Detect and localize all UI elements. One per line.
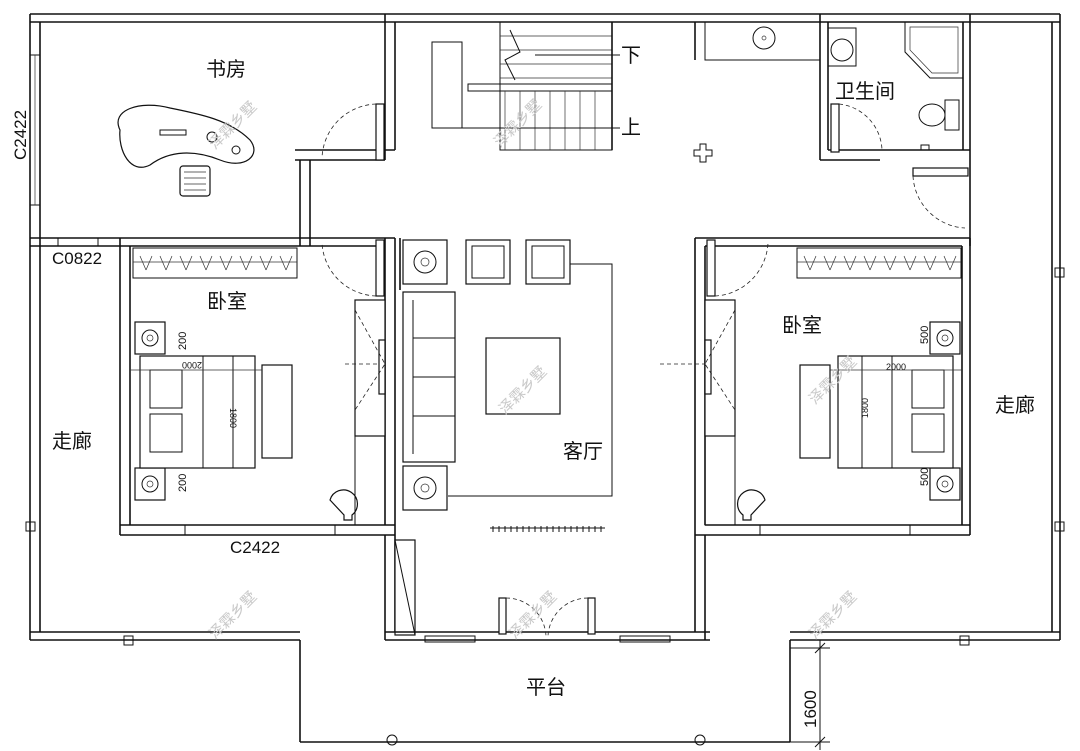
watermarks: 泽霖乡墅 泽霖乡墅 泽霖乡墅 泽霖乡墅 泽霖乡墅 泽霖乡墅 泽霖乡墅 bbox=[205, 96, 860, 643]
bathroom-doors bbox=[830, 103, 969, 229]
terrace-dimension: 1600 bbox=[790, 640, 830, 750]
living-side-table-top bbox=[402, 239, 448, 285]
room-label-living: 客厅 bbox=[563, 439, 603, 463]
staircase: 下 上 bbox=[431, 21, 641, 151]
watermark-6: 泽霖乡墅 bbox=[505, 588, 560, 643]
shower bbox=[904, 21, 964, 79]
stair-up-label: 上 bbox=[621, 115, 641, 139]
coffee-table bbox=[485, 337, 561, 415]
window-label-small: C0822 bbox=[52, 249, 102, 268]
right-sliding-closet bbox=[660, 299, 736, 526]
left-bedroom-door bbox=[321, 239, 385, 297]
living-room bbox=[399, 238, 613, 532]
left-sliding-closet bbox=[345, 299, 386, 526]
nightstand-top-right bbox=[929, 321, 961, 355]
left-bed-length: 1800 bbox=[228, 408, 238, 428]
watermark-2: 泽霖乡墅 bbox=[490, 96, 545, 151]
nightstand-bottom-left bbox=[134, 467, 166, 501]
right-bed-length: 1800 bbox=[860, 398, 870, 418]
bathroom-fixtures bbox=[752, 21, 964, 151]
right-bedroom-door bbox=[706, 239, 769, 297]
watermark-5: 泽霖乡墅 bbox=[205, 588, 260, 643]
toilet-tank bbox=[944, 99, 960, 131]
entry-walls bbox=[384, 535, 710, 643]
living-side-table-bottom bbox=[402, 465, 448, 511]
right-bed: 500 2000 1800 500 bbox=[799, 321, 962, 501]
right-bed-top-gap: 500 bbox=[919, 326, 931, 344]
armchair-right bbox=[525, 239, 571, 285]
sink-vanity bbox=[827, 27, 857, 67]
column-marker bbox=[693, 143, 713, 163]
study-chair bbox=[179, 165, 211, 197]
window-label-bedroom: C2422 bbox=[230, 538, 280, 557]
left-wardrobe bbox=[132, 247, 298, 279]
toilet-icon bbox=[918, 103, 946, 127]
study-window bbox=[29, 54, 41, 206]
left-bed-width: 2000 bbox=[182, 360, 202, 370]
terrace-posts bbox=[25, 267, 1065, 746]
study-door bbox=[321, 103, 385, 161]
left-bed: 200 2000 1800 200 bbox=[130, 321, 293, 501]
room-label-bedroom-left: 卧室 bbox=[207, 289, 247, 313]
right-bed-bottom-gap: 500 bbox=[919, 468, 931, 486]
stair-treads bbox=[500, 35, 612, 150]
room-label-study: 书房 bbox=[206, 57, 246, 81]
right-wardrobe bbox=[796, 247, 962, 279]
tv-cabinet bbox=[490, 526, 605, 532]
room-label-corridor-right: 走廊 bbox=[995, 393, 1035, 417]
room-label-terrace: 平台 bbox=[526, 675, 566, 699]
room-label-corridor-left: 走廊 bbox=[52, 429, 92, 453]
nightstand-bottom-right bbox=[929, 467, 961, 501]
left-bed-bottom-gap: 200 bbox=[177, 474, 189, 492]
nightstand-top-left bbox=[134, 321, 166, 355]
watermark-7: 泽霖乡墅 bbox=[805, 588, 860, 643]
armchair-left bbox=[465, 239, 511, 285]
left-bench bbox=[261, 364, 293, 459]
entry-double-door bbox=[498, 597, 596, 637]
left-bed-top-gap: 200 bbox=[177, 332, 189, 350]
left-bedroom-chair bbox=[329, 489, 359, 521]
window-label-study: C2422 bbox=[11, 110, 30, 160]
sink-basin bbox=[752, 26, 776, 50]
right-bench bbox=[799, 364, 831, 459]
terrace-depth-label: 1600 bbox=[801, 690, 820, 728]
stair-down-label: 下 bbox=[621, 43, 641, 67]
room-label-bathroom: 卫生间 bbox=[835, 79, 895, 103]
right-bed-width: 2000 bbox=[886, 362, 906, 372]
right-bedroom-chair bbox=[736, 489, 766, 521]
room-label-bedroom-right: 卧室 bbox=[782, 313, 822, 337]
study-desk bbox=[117, 104, 255, 197]
